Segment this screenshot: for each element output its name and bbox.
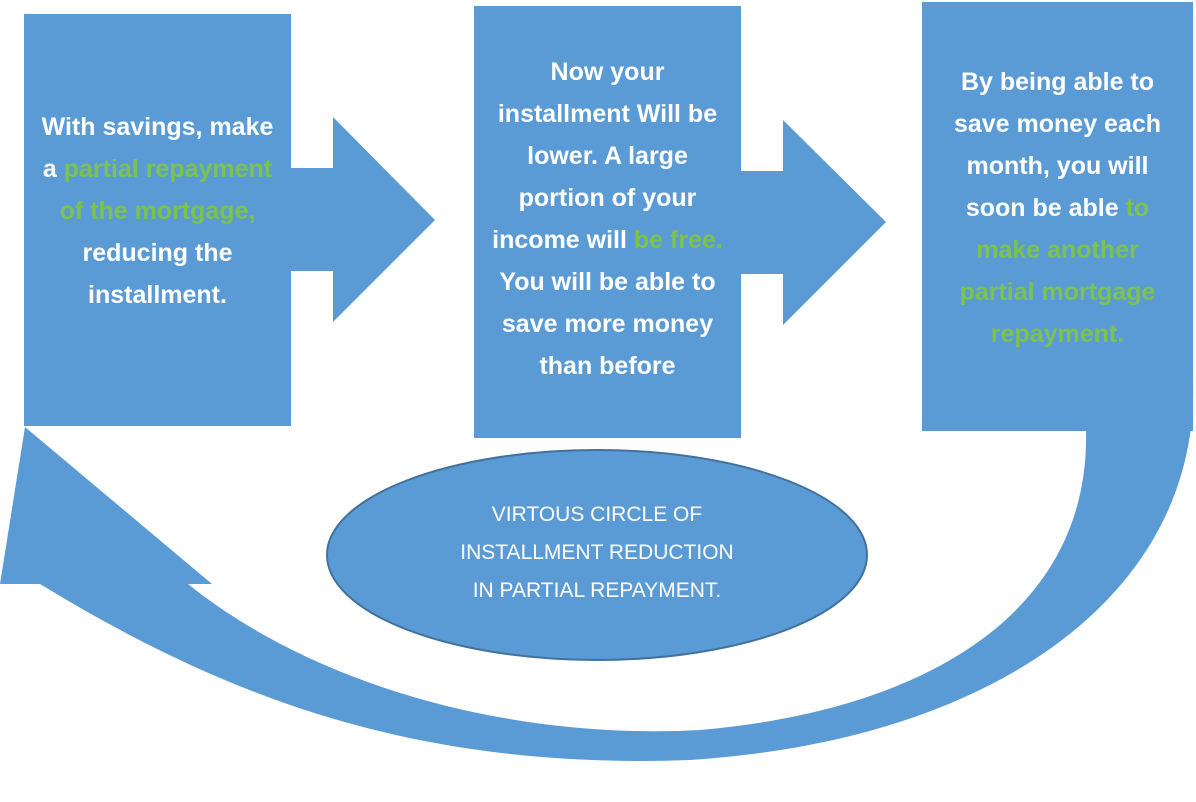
center-label: VIRTOUS CIRCLE OF INSTALLMENT REDUCTION …: [400, 490, 794, 616]
curved-return-arrow-icon: [0, 380, 1194, 761]
body-text: By being able to save money each month, …: [953, 67, 1162, 222]
step-text-content: With savings, make a partial repayment o…: [40, 106, 275, 316]
body-text: You will be able to save more money than…: [499, 268, 716, 380]
center-label-line-3: IN PARTIAL REPAYMENT.: [472, 579, 722, 602]
center-label-line-2: INSTALLMENT REDUCTION: [460, 541, 734, 564]
step-text-content: Now your installment Will be lower. A la…: [490, 51, 725, 387]
body-text: reducing the installment.: [82, 239, 233, 309]
highlighted-text: to make another partial mortgage repayme…: [959, 193, 1156, 348]
right-arrow-icon: [741, 120, 886, 325]
step-3-text: By being able to save money each month, …: [936, 2, 1179, 431]
step-3-box: [922, 2, 1193, 431]
step-text-content: By being able to save money each month, …: [936, 61, 1179, 355]
body-text: Now your installment Will be lower. A la…: [492, 58, 718, 254]
step-2-text: Now your installment Will be lower. A la…: [490, 6, 725, 438]
center-label-line-1: VIRTOUS CIRCLE OF: [491, 503, 703, 526]
right-arrow-icon: [291, 117, 435, 322]
highlighted-text: partial repayment of the mortgage,: [59, 155, 273, 225]
step-1-box: [24, 14, 291, 426]
body-text: With savings, make a: [41, 113, 274, 183]
center-oval: [326, 449, 868, 661]
step-1-text: With savings, make a partial repayment o…: [40, 14, 275, 426]
step-2-box: [474, 6, 741, 438]
highlighted-text: be free.: [633, 226, 723, 254]
